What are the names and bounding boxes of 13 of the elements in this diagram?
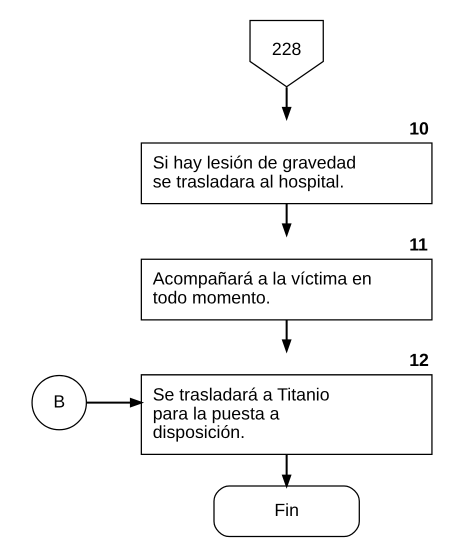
node-box: Acompañará a la víctima en todo momento. [140, 258, 432, 320]
arrow [86, 398, 144, 408]
node-label: 12 [408, 350, 428, 370]
node-box: Si hay lesión de gravedad se trasladara al hospital. [140, 142, 432, 204]
arrow [281, 320, 292, 354]
arrow [281, 87, 292, 122]
arrow [281, 203, 292, 238]
node-box: Se trasladará a Titanio para la puesta a disposición. [140, 374, 432, 456]
node-label: 10 [408, 118, 428, 138]
node-box: Fin [212, 485, 360, 538]
node-label: 11 [408, 234, 428, 255]
node-circle: B [30, 374, 87, 430]
arrow [281, 454, 292, 489]
